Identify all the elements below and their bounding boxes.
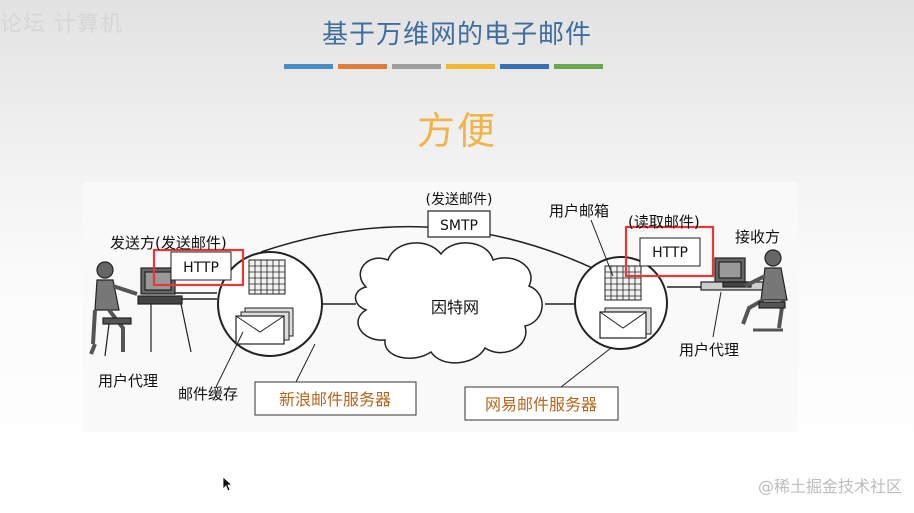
email-diagram: 因特网 xyxy=(83,182,798,432)
http-left-highlight xyxy=(152,248,245,287)
user-mailbox-grid-icon xyxy=(604,265,642,301)
user-agent-left-label: 用户代理 xyxy=(98,372,158,390)
http-right-highlight xyxy=(624,225,715,278)
http-left-label: HTTP xyxy=(183,260,219,276)
receiver-label: 接收方 xyxy=(735,228,780,246)
netease-server-node xyxy=(574,256,668,350)
title-color-bar-1 xyxy=(338,64,387,69)
netease-server-box xyxy=(464,386,619,421)
internet-label: 因特网 xyxy=(431,298,479,317)
mail-cache-label: 邮件缓存 xyxy=(178,385,238,403)
title-color-bar-2 xyxy=(392,64,441,69)
sender-label: 发送方(发送邮件) xyxy=(110,234,227,252)
envelope-icon xyxy=(599,307,652,339)
slide-subtitle: 方便 xyxy=(416,109,497,153)
title-color-bar-0 xyxy=(284,64,333,69)
slide-title: 基于万维网的电子邮件 xyxy=(321,20,592,50)
user-mailbox-label: 用户邮箱 xyxy=(549,202,609,220)
title-color-bar-5 xyxy=(554,64,603,69)
watermark-top: 论坛 计算机 xyxy=(0,12,123,37)
envelope-icon xyxy=(235,307,294,345)
http-right-box xyxy=(639,237,701,267)
sender-computer-user-icon xyxy=(89,261,192,357)
internet-cloud: 因特网 xyxy=(354,242,543,364)
title-color-bars xyxy=(284,64,603,69)
receiver-computer-user-icon xyxy=(700,249,788,332)
title-color-bar-3 xyxy=(446,64,495,69)
netease-server-label: 网易邮件服务器 xyxy=(485,395,597,414)
email-diagram-svg: 因特网 xyxy=(89,192,788,421)
watermark-bottom: @稀土掘金技术社区 xyxy=(757,477,902,496)
send-mail-label: (发送邮件) xyxy=(426,192,493,208)
mail-cache-pointer xyxy=(215,331,244,388)
user-agent-right-label: 用户代理 xyxy=(679,341,739,359)
netease-label-pointer xyxy=(560,347,612,388)
http-right-label: HTTP xyxy=(652,245,688,261)
mouse-cursor-icon xyxy=(222,476,234,492)
mail-cache-grid-icon xyxy=(248,259,286,295)
smtp-label: SMTP xyxy=(440,218,478,234)
sina-server-label: 新浪邮件服务器 xyxy=(279,390,391,409)
user-agent-right-pointer xyxy=(712,291,722,338)
read-mail-label: (读取邮件) xyxy=(628,213,700,231)
sina-server-box xyxy=(254,381,417,416)
http-left-box xyxy=(170,251,232,281)
sina-server-node xyxy=(217,251,323,357)
user-mailbox-pointer xyxy=(590,219,614,277)
sina-label-pointer xyxy=(294,343,316,385)
title-color-bar-4 xyxy=(500,64,549,69)
smtp-box xyxy=(427,210,491,238)
